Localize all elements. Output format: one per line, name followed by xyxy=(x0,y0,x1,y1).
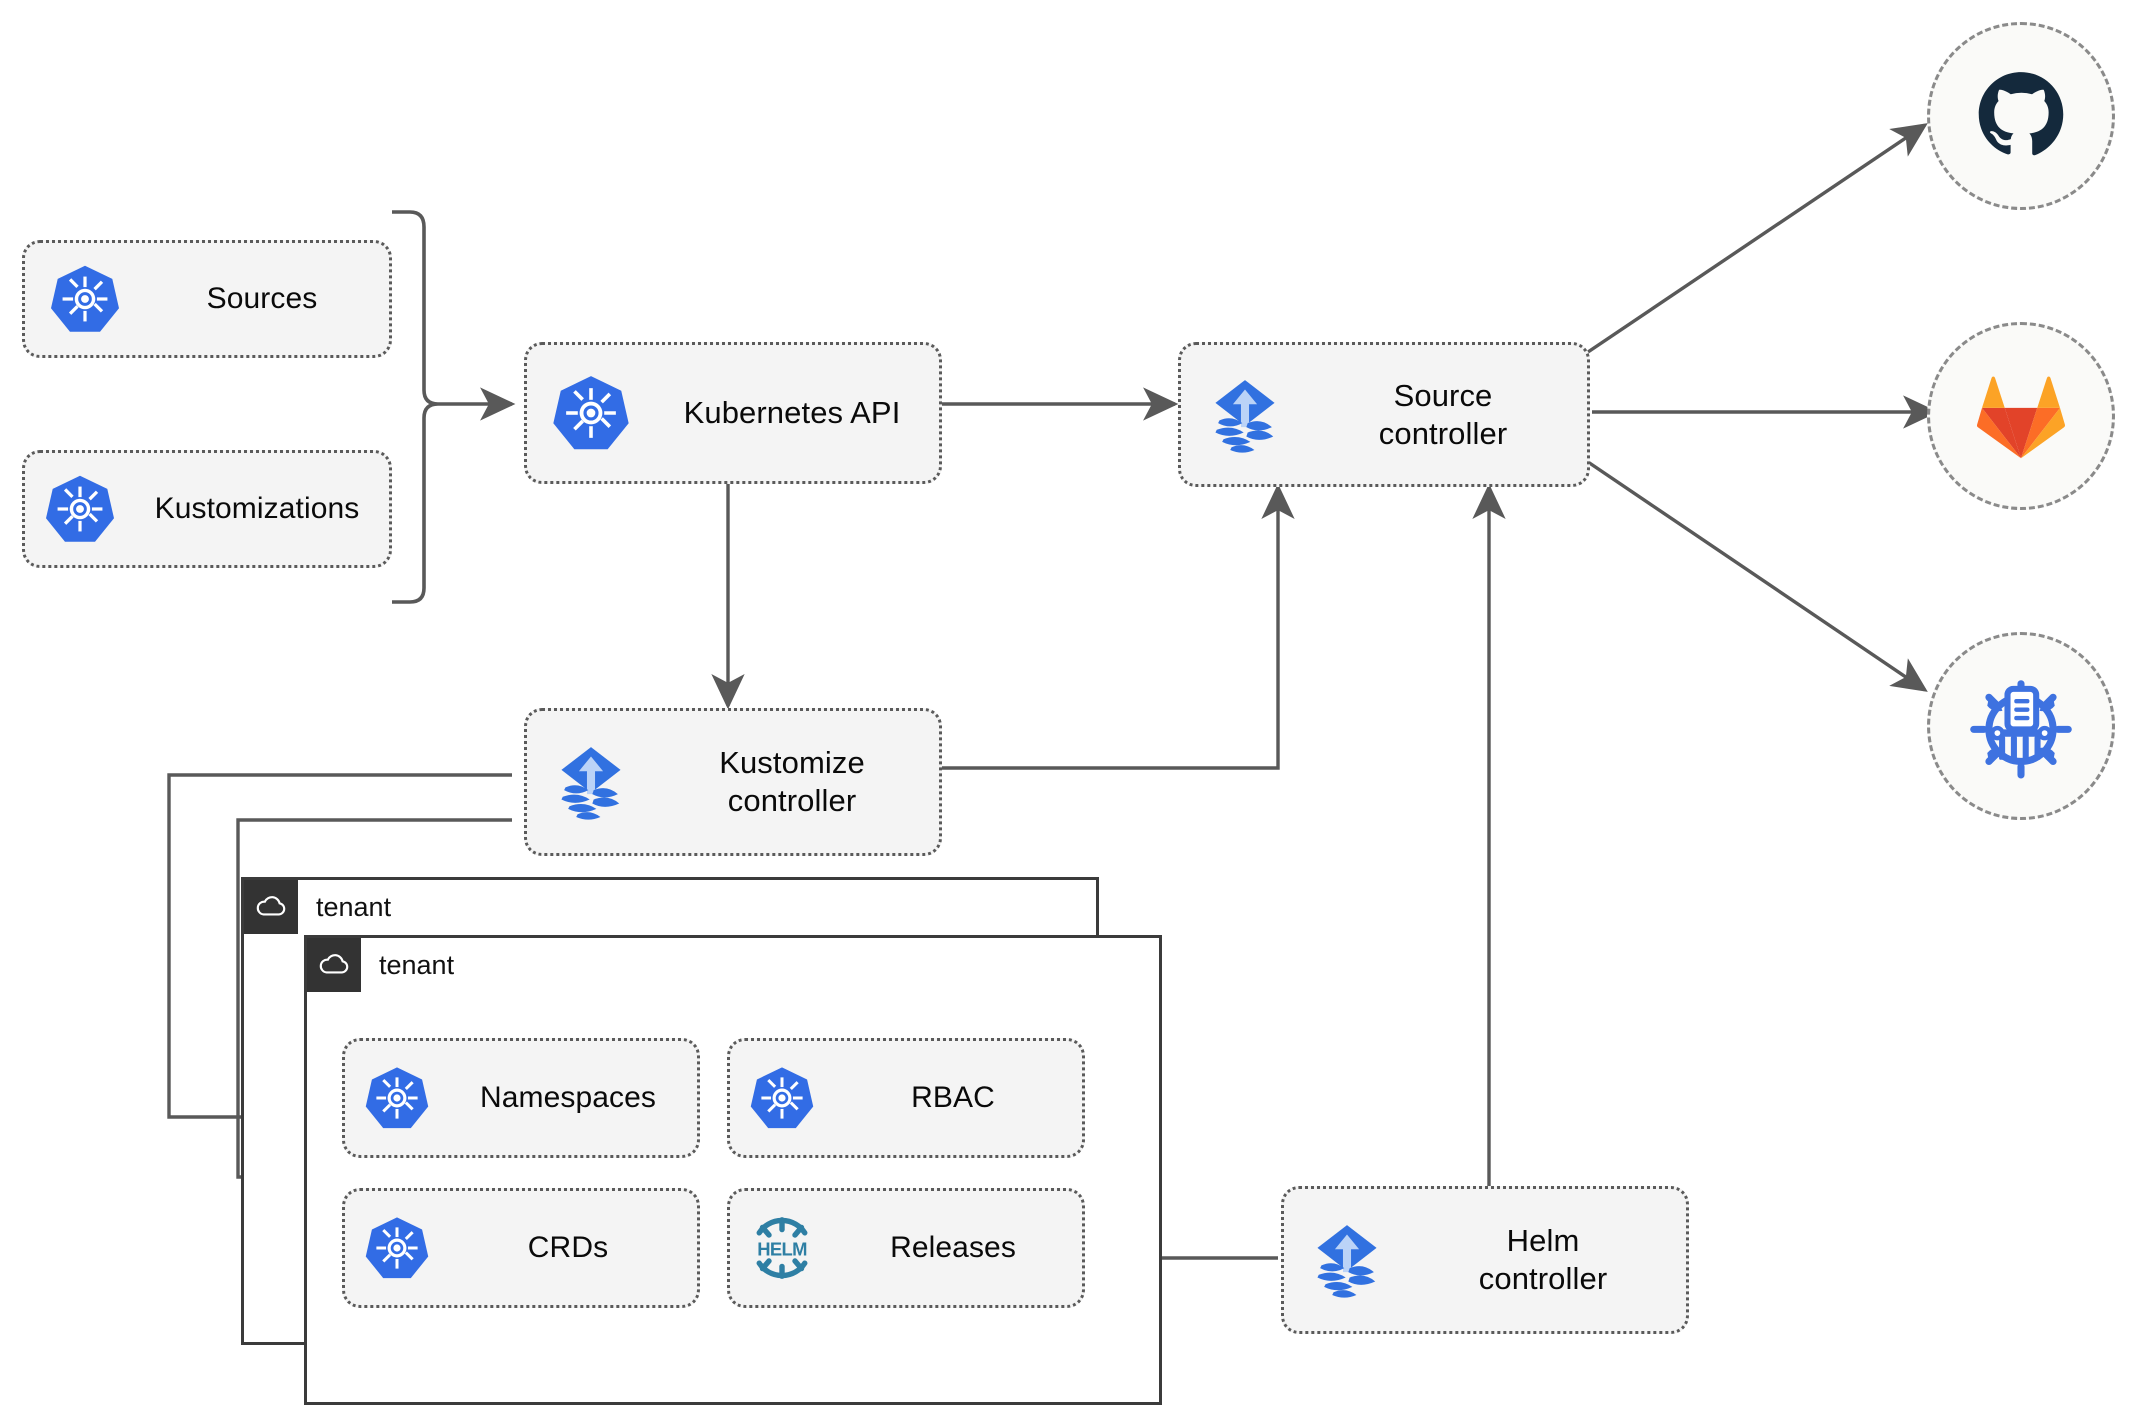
node-label: Helm controller xyxy=(1478,1223,1608,1296)
kubernetes-icon xyxy=(527,372,655,454)
node-label: CRDs xyxy=(527,1230,609,1264)
node-rbac[interactable]: RBAC xyxy=(727,1038,1085,1158)
node-label: RBAC xyxy=(911,1080,995,1114)
flux-icon xyxy=(1284,1217,1410,1303)
tenant-label: tenant xyxy=(316,892,392,922)
gitlab-icon xyxy=(1976,376,2066,459)
helm-repository-icon xyxy=(1970,680,2072,779)
kubernetes-icon xyxy=(345,1214,449,1282)
node-label: Sources xyxy=(206,281,318,315)
tenant-label: tenant xyxy=(379,950,455,980)
node-source-controller[interactable]: Source controller xyxy=(1178,342,1590,487)
node-label: Source controller xyxy=(1378,377,1508,451)
node-label: Kustomizations xyxy=(154,491,360,525)
provider-github[interactable] xyxy=(1927,22,2115,210)
node-sources[interactable]: Sources xyxy=(22,240,392,358)
kubernetes-icon xyxy=(345,1064,449,1132)
provider-gitlab[interactable] xyxy=(1927,322,2115,510)
kubernetes-icon xyxy=(25,262,145,336)
node-label: Kubernetes API xyxy=(683,395,901,431)
node-releases[interactable]: HELM Releases xyxy=(727,1188,1085,1308)
node-namespaces[interactable]: Namespaces xyxy=(342,1038,700,1158)
node-kubernetes-api[interactable]: Kubernetes API xyxy=(524,342,942,484)
provider-helm-repository[interactable] xyxy=(1927,632,2115,820)
cloud-icon xyxy=(307,938,361,992)
node-kustomize-controller[interactable]: Kustomize controller xyxy=(524,708,942,856)
node-label: Kustomize controller xyxy=(719,745,865,818)
tenant-container-front[interactable]: tenant Namespaces xyxy=(304,935,1162,1405)
helm-icon: HELM xyxy=(730,1209,834,1287)
node-helm-controller[interactable]: Helm controller xyxy=(1281,1186,1689,1334)
svg-text:HELM: HELM xyxy=(757,1239,807,1260)
node-crds[interactable]: CRDs xyxy=(342,1188,700,1308)
tenant-title-bar: tenant xyxy=(307,938,454,992)
flux-icon xyxy=(1181,372,1309,458)
kubernetes-icon xyxy=(25,472,135,546)
node-label: Releases xyxy=(890,1230,1016,1264)
cloud-icon xyxy=(244,880,298,934)
flux-icon xyxy=(527,739,655,825)
node-label: Namespaces xyxy=(479,1080,657,1114)
node-kustomizations[interactable]: Kustomizations xyxy=(22,450,392,568)
tenant-title-bar: tenant xyxy=(244,880,391,934)
github-icon xyxy=(1978,72,2064,156)
kubernetes-icon xyxy=(730,1064,834,1132)
